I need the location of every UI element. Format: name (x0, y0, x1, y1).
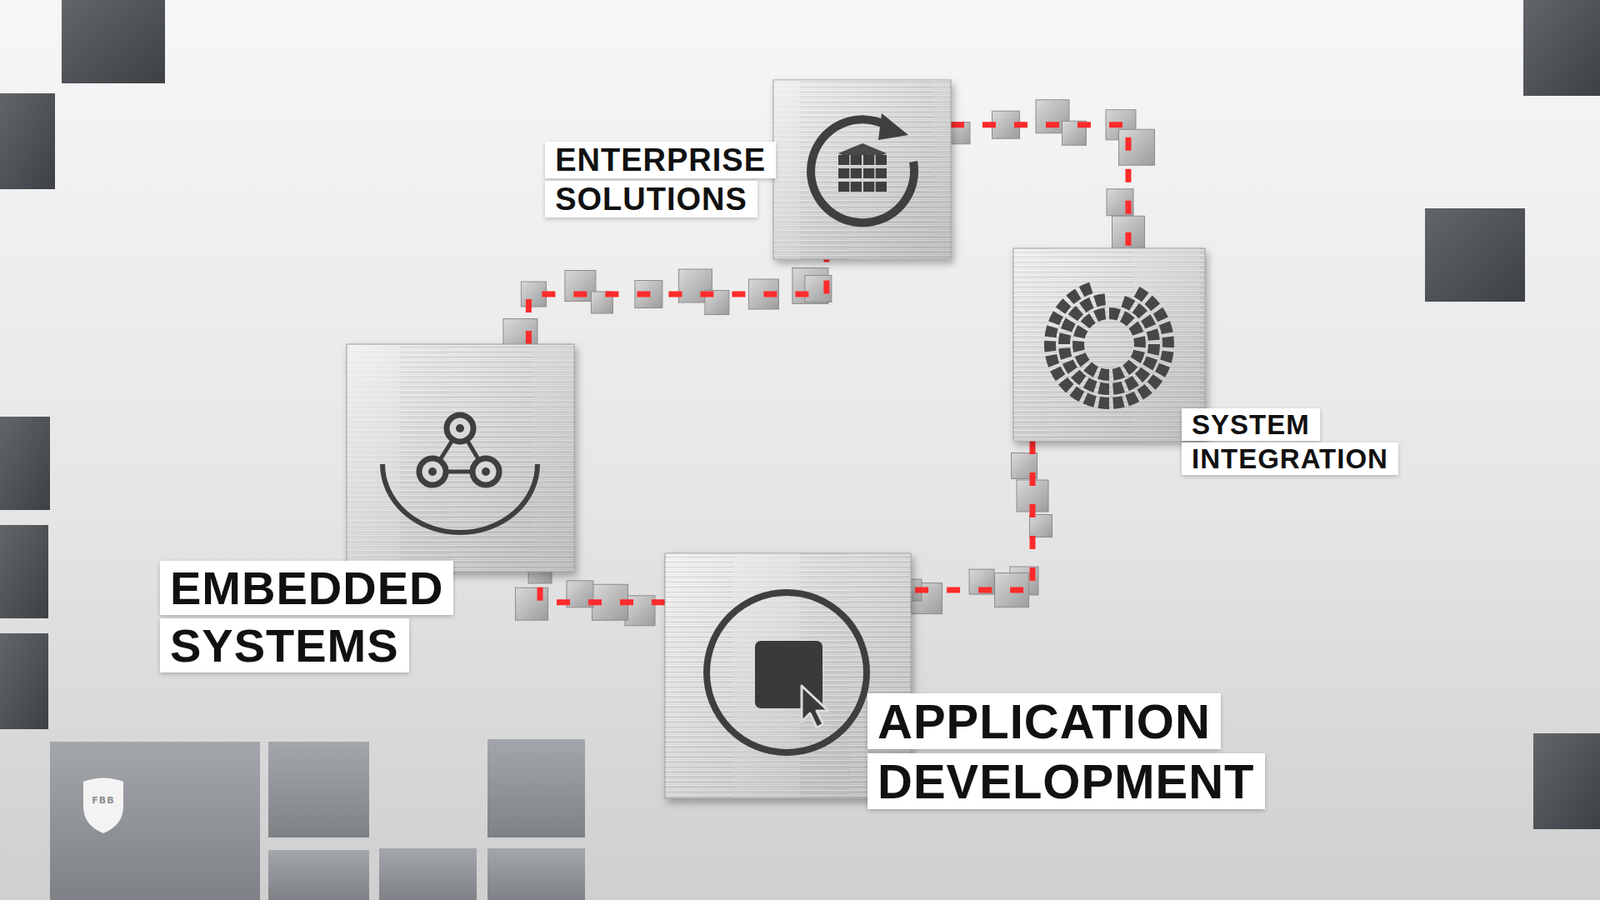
ring-segment (1147, 374, 1164, 390)
tile-label: APPLICATION DEVELOPMENT (867, 693, 1265, 810)
ring-segment (1144, 295, 1160, 312)
ring-segment (1112, 366, 1125, 381)
connector (950, 125, 1129, 249)
ring-segment (1153, 307, 1169, 323)
ring-segment (1050, 366, 1065, 382)
tile-label-box: APPLICATION DEVELOPMENT (867, 691, 1265, 812)
connector (540, 571, 665, 603)
connector-cube (1119, 129, 1155, 165)
ring-segment (1135, 367, 1150, 383)
ring-segment (1120, 310, 1135, 326)
ring-segment (1155, 363, 1170, 378)
ring-segment (1121, 295, 1136, 311)
ring-segment (1112, 381, 1125, 395)
tile-label-box: ENTERPRISE SOLUTIONS (545, 140, 776, 220)
ring-segment (1058, 332, 1071, 345)
ring-segment (1147, 344, 1160, 356)
ring-segment (1080, 313, 1096, 329)
tile-label: ENTERPRISE SOLUTIONS (545, 141, 776, 218)
ring-segment (1124, 375, 1139, 391)
connector-cube (515, 587, 549, 620)
ring-segment (1069, 386, 1085, 402)
ring-segment (1133, 335, 1146, 348)
ring-segment (1097, 396, 1110, 410)
service-tile: APPLICATION DEVELOPMENT (665, 553, 911, 799)
ring-segment (1058, 377, 1075, 394)
ring-segment (1075, 352, 1090, 367)
ring-segment (1093, 293, 1106, 307)
ring-segment (1128, 321, 1144, 336)
integration-icon (1044, 282, 1175, 410)
ring-segment (1140, 314, 1156, 329)
ring-segment (1159, 320, 1174, 335)
ring-segment (1137, 384, 1153, 400)
service-tile: SYSTEM INTEGRATION (1013, 248, 1205, 441)
ring-segment (1134, 286, 1150, 302)
ring-segment (1109, 307, 1121, 321)
ring-segment (1079, 282, 1094, 298)
ring-segment (1146, 328, 1160, 341)
ring-segment (1055, 298, 1072, 314)
ring-segment (1045, 325, 1059, 338)
ring-segment (1083, 393, 1097, 408)
ring-segment (1093, 307, 1106, 322)
connector-cube (1030, 515, 1053, 538)
ring-segment (1070, 370, 1086, 385)
ring-segment (1132, 303, 1148, 319)
ring-segment (1079, 297, 1094, 313)
ring-segment (1065, 289, 1081, 305)
application-icon (706, 592, 867, 753)
ring-segment (1097, 382, 1110, 395)
brushed-texture (346, 80, 1205, 799)
ring-segment (1083, 361, 1099, 377)
metal-tiles (346, 80, 1205, 799)
ring-segment (1097, 367, 1110, 381)
ring-segment (1073, 325, 1088, 339)
service-tile: EMBEDDED SYSTEMS (346, 344, 575, 572)
ring-segment (1044, 340, 1056, 353)
ring-segment (1142, 356, 1158, 371)
ring-segment (1122, 360, 1138, 375)
ring-segment (1130, 350, 1145, 364)
connector (910, 440, 1033, 590)
ring-segment (1072, 340, 1085, 353)
ring-segment (1125, 391, 1140, 407)
ring-segment (1162, 336, 1175, 349)
service-tile: ENTERPRISE SOLUTIONS (773, 80, 951, 260)
tile-label-box: EMBEDDED SYSTEMS (160, 559, 454, 675)
ring-segment (1058, 347, 1072, 360)
enterprise-icon (810, 113, 915, 223)
tile-label-box: SYSTEM INTEGRATION (1181, 408, 1399, 477)
ring-segment (1045, 354, 1060, 368)
ring-segment (1083, 377, 1098, 393)
embedded-icon (382, 415, 538, 533)
tile-label: EMBEDDED SYSTEMS (160, 560, 454, 673)
shield-logo (83, 778, 124, 835)
ring-segment (1048, 310, 1064, 325)
ring-segment (1112, 395, 1125, 410)
ring-segment (1062, 359, 1078, 374)
connector (528, 259, 827, 345)
ring-segment (1068, 305, 1084, 321)
logo-text: FBB (83, 795, 124, 806)
tile-label: SYSTEM INTEGRATION (1181, 408, 1399, 475)
ring-segment (1160, 350, 1174, 364)
ring-segment (1060, 318, 1076, 333)
